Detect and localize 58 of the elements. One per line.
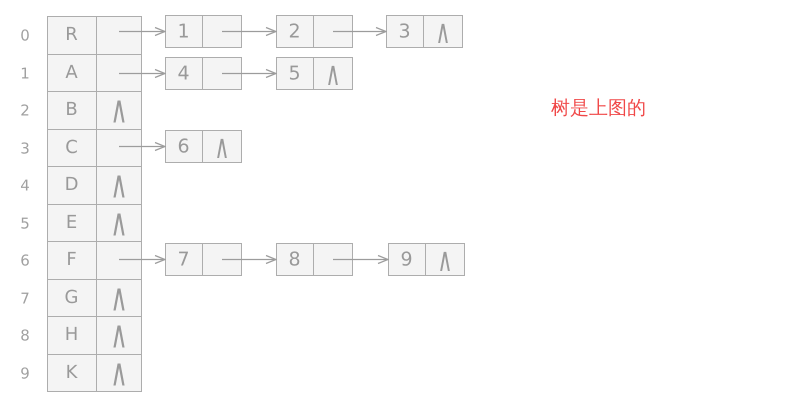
- row-index: 0: [20, 28, 30, 44]
- arrow: [119, 142, 166, 152]
- child-number: 4: [177, 64, 190, 83]
- child-number: 1: [177, 22, 190, 41]
- row-index: 7: [20, 291, 30, 306]
- arrow: [222, 26, 277, 36]
- null-pointer-mark: ∧: [214, 132, 229, 161]
- vertex-label: E: [66, 214, 78, 232]
- child-number: 6: [177, 137, 190, 156]
- list-node: [165, 130, 242, 163]
- list-node: [276, 57, 353, 90]
- vertex-label: R: [65, 26, 78, 44]
- null-pointer-mark: ∧: [437, 245, 452, 274]
- row-index: 5: [20, 216, 30, 232]
- vertex-label: A: [65, 64, 78, 82]
- note-text: 树是上图的: [551, 97, 646, 120]
- vertex-label: H: [64, 326, 78, 344]
- child-number: 8: [288, 250, 301, 269]
- child-number: 5: [288, 64, 301, 83]
- arrow: [119, 26, 166, 36]
- row-index: 6: [20, 254, 30, 269]
- vertex-label: G: [64, 288, 78, 307]
- null-pointer-mark: ∧: [110, 94, 128, 127]
- arrow: [333, 26, 387, 36]
- row-index: 4: [20, 178, 30, 194]
- list-node: [388, 243, 465, 276]
- null-pointer-mark: ∧: [110, 281, 128, 314]
- child-number: 3: [398, 22, 411, 41]
- list-node: [165, 243, 242, 276]
- arrow: [222, 68, 277, 78]
- arrow: [119, 68, 166, 78]
- row-index: 1: [20, 66, 30, 82]
- vertex-label: B: [65, 101, 78, 120]
- null-pointer-mark: ∧: [110, 356, 128, 390]
- row-index: 2: [20, 104, 30, 119]
- row-index: 8: [20, 328, 30, 344]
- arrow: [333, 254, 389, 264]
- child-number: 9: [400, 250, 413, 269]
- null-pointer-mark: ∧: [110, 206, 128, 240]
- arrow: [222, 254, 277, 264]
- vertex-label: D: [64, 176, 78, 194]
- list-node: [165, 15, 242, 48]
- row-index: 9: [20, 366, 30, 382]
- null-pointer-mark: ∧: [325, 59, 340, 88]
- child-number: 2: [288, 22, 301, 41]
- list-node: [386, 15, 463, 48]
- arrow: [119, 254, 166, 264]
- null-pointer-mark: ∧: [435, 17, 450, 46]
- child-number: 7: [177, 250, 190, 269]
- list-node: [165, 57, 242, 90]
- vertex-label: K: [66, 364, 78, 382]
- vertex-label: F: [66, 251, 77, 270]
- null-pointer-mark: ∧: [110, 168, 128, 202]
- row-index: 3: [20, 141, 30, 156]
- vertex-label: C: [65, 138, 78, 157]
- null-pointer-mark: ∧: [110, 318, 128, 352]
- list-node: [276, 243, 353, 276]
- list-node: [276, 15, 353, 48]
